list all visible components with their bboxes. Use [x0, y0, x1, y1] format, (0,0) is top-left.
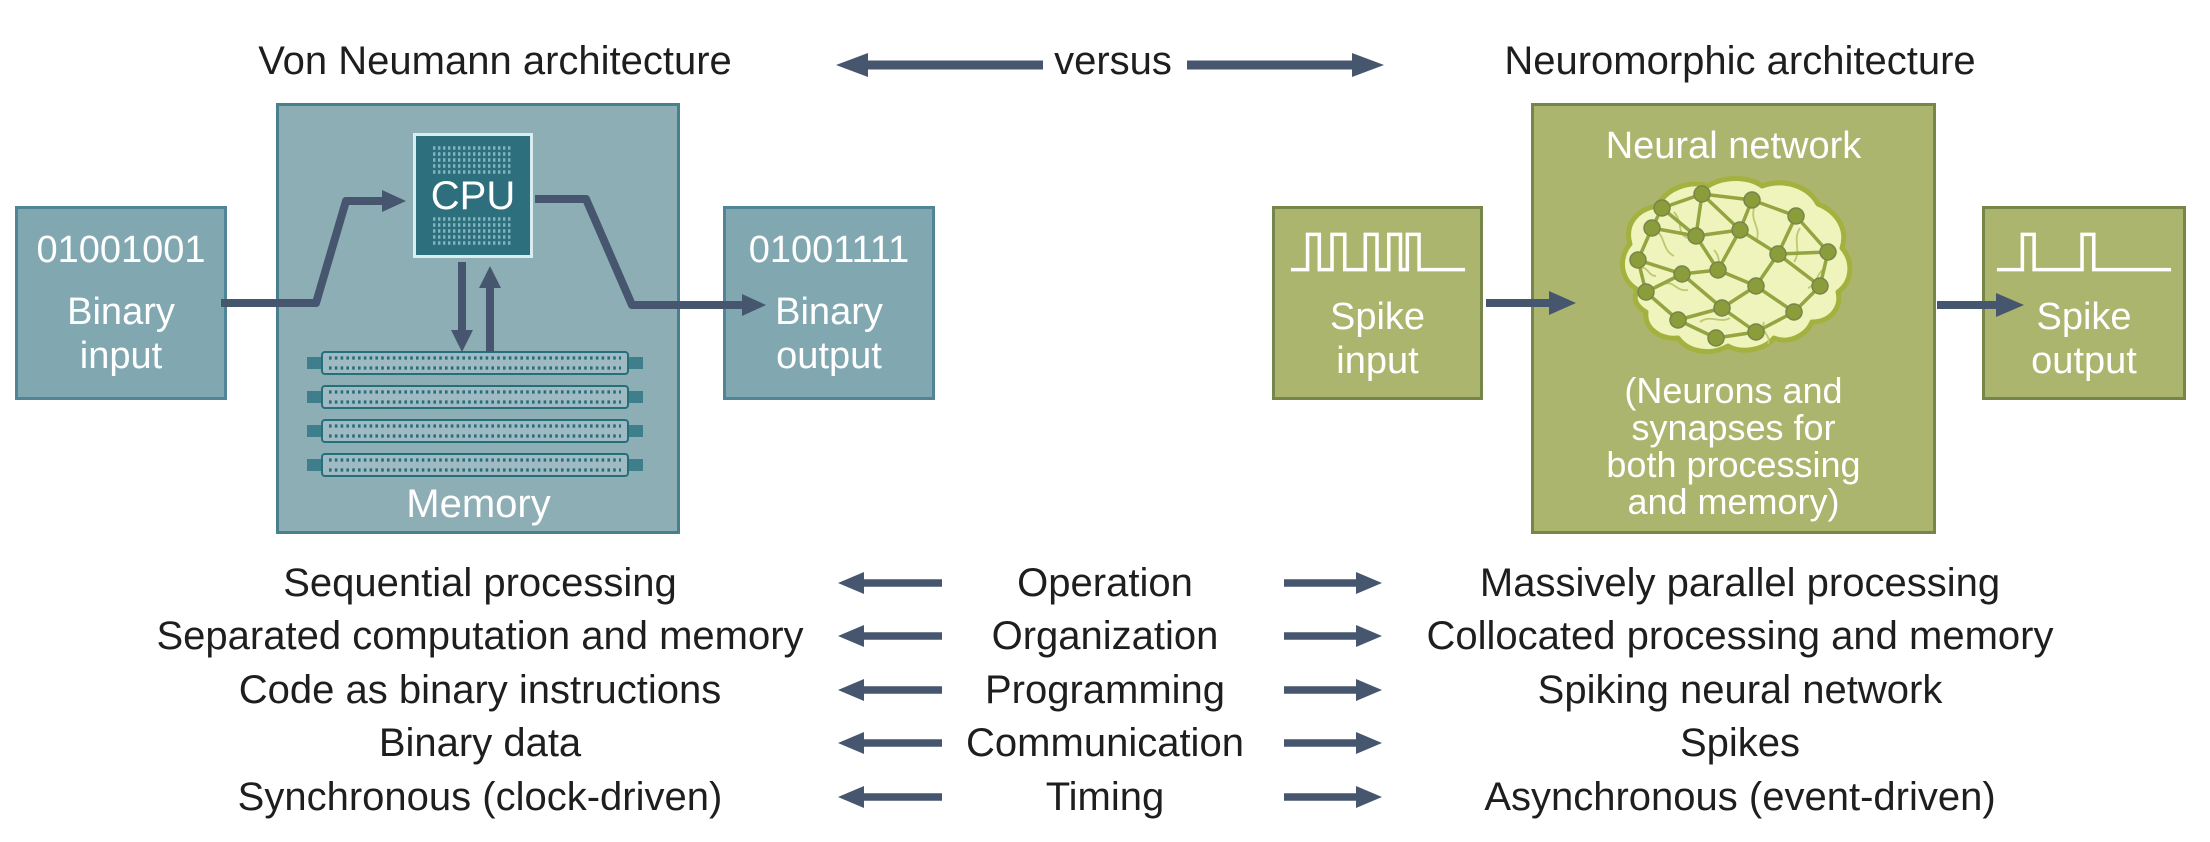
comparison-row: Binary data Communication Spikes [0, 717, 2210, 769]
ram-module-icon [307, 453, 643, 477]
trait-category: Programming [984, 667, 1226, 712]
neuromorphic-trait: Asynchronous (event-driven) [1484, 774, 1996, 819]
von-neumann-trait: Sequential processing [283, 560, 677, 605]
von-neumann-title: Von Neumann architecture [258, 39, 732, 83]
ram-module-icon [307, 385, 643, 409]
trait-category: Timing [1045, 774, 1165, 819]
spike-input-label: Spike input [1329, 295, 1426, 382]
spike-input-box: Spike input [1272, 206, 1483, 400]
ram-module-icon [307, 351, 643, 375]
spike-output-waveform-icon [1996, 232, 2172, 272]
versus-label: versus [1054, 39, 1172, 83]
neuromorphic-title: Neuromorphic architecture [1504, 39, 1976, 83]
binary-input-label: Binary input [67, 290, 175, 378]
cpu-chip-icon: CPU [413, 133, 533, 258]
memory-label: Memory [406, 482, 551, 526]
binary-input-value: 01001001 [36, 228, 206, 271]
binary-output-value: 01001111 [748, 228, 910, 271]
binary-output-label: Binary output [775, 290, 883, 378]
von-neumann-trait: Binary data [378, 720, 582, 765]
binary-output-box: 01001111 Binary output [723, 206, 935, 400]
cpu-die-dots-top-icon [433, 146, 513, 174]
von-neumann-trait: Synchronous (clock-driven) [237, 774, 723, 819]
trait-category: Operation [1017, 560, 1193, 605]
binary-input-box: 01001001 Binary input [15, 206, 227, 400]
neural-network-title: Neural network [1605, 125, 1862, 167]
neuromorphic-trait: Spikes [1679, 720, 1801, 765]
comparison-row: Synchronous (clock-driven) Timing Asynch… [0, 771, 2210, 823]
von-neumann-trait: Separated computation and memory [156, 613, 804, 658]
spike-output-box: Spike output [1982, 206, 2186, 400]
comparison-row: Sequential processing Operation Massivel… [0, 557, 2210, 609]
neural-network-box: Neural network (Neurons and synapses for… [1531, 103, 1936, 534]
memory-stack [307, 351, 643, 487]
versus-left-arrow [836, 53, 1043, 77]
brain-network-icon [1619, 176, 1852, 355]
neural-network-note: (Neurons and synapses for both processin… [1606, 370, 1861, 522]
comparison-row: Code as binary instructions Programming … [0, 664, 2210, 716]
neuromorphic-trait: Massively parallel processing [1479, 560, 2001, 605]
spike-input-waveform-icon [1290, 232, 1465, 272]
von-neumann-trait: Code as binary instructions [238, 667, 722, 712]
cpu-label: CPU [430, 173, 516, 218]
trait-category: Organization [991, 613, 1219, 658]
neuromorphic-trait: Spiking neural network [1537, 667, 1943, 712]
neuromorphic-trait: Collocated processing and memory [1426, 613, 2054, 658]
cpu-die-dots-bottom-icon [433, 217, 513, 245]
spike-output-label: Spike output [2031, 295, 2137, 382]
trait-category: Communication [966, 720, 1244, 765]
comparison-row: Separated computation and memory Organiz… [0, 610, 2210, 662]
versus-right-arrow [1187, 53, 1384, 77]
ram-module-icon [307, 419, 643, 443]
